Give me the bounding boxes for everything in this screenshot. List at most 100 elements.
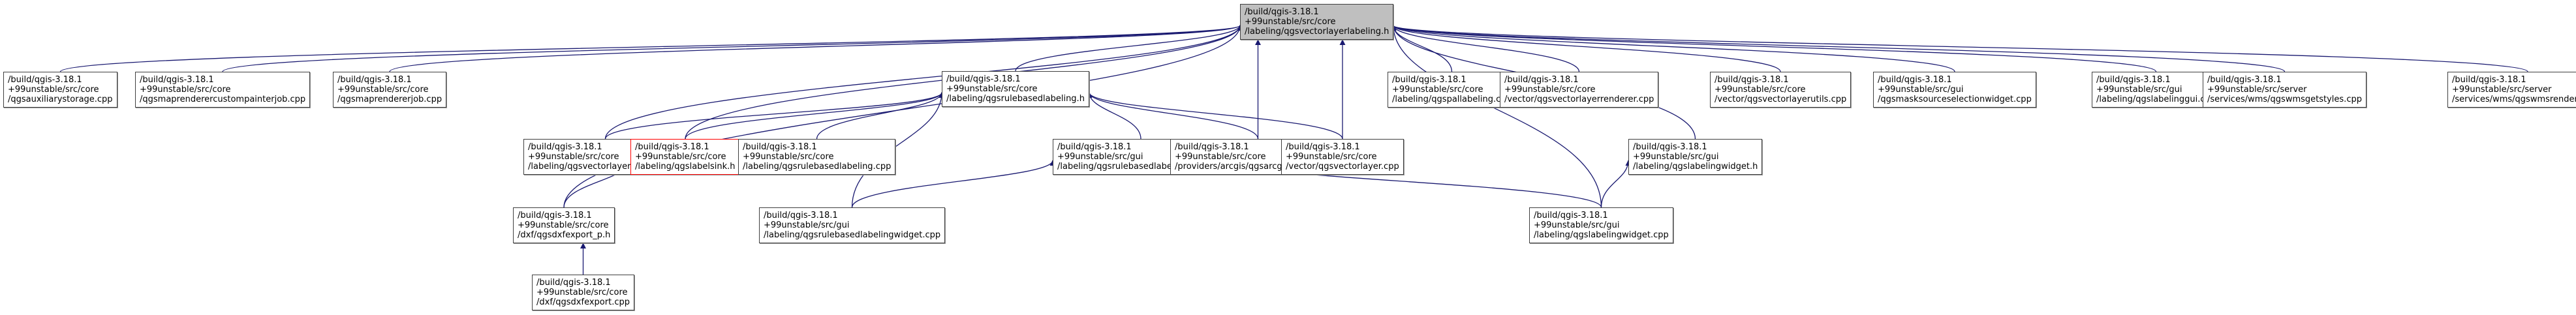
node-line: /build/qgis-3.18.1 — [140, 75, 214, 85]
node-line: /build/qgis-3.18.1 — [635, 142, 709, 152]
node-line: /build/qgis-3.18.1 — [2452, 75, 2526, 85]
node-line: /labeling/qgsrulebasedlabelingwidget.cpp — [764, 230, 941, 240]
node-line: /labeling/qgsvectorlayerlabeling.h — [1245, 27, 1389, 37]
node-line: /labeling/qgsrulebasedlabeling.h — [946, 94, 1085, 104]
node-line: /labeling/qgspallabeling.cpp — [1392, 95, 1512, 104]
node-qgsrulebasedlabelingwidget-cpp[interactable]: /build/qgis-3.18.1 +99unstable/src/gui /… — [759, 207, 946, 243]
node-line: /services/wms/qgswmsgetstyles.cpp — [2207, 95, 2362, 104]
node-line: +99unstable/src/core — [1504, 85, 1596, 95]
edge-custompainter-to-root — [222, 25, 1243, 72]
node-line: +99unstable/src/core — [528, 152, 619, 162]
node-line: /build/qgis-3.18.1 — [8, 75, 82, 85]
edge-dxfexport_p-to-root — [563, 25, 1243, 208]
node-qgslabelingwidget-h[interactable]: /build/qgis-3.18.1 +99unstable/src/gui /… — [1628, 139, 1763, 175]
node-line: +99unstable/src/core — [337, 85, 429, 95]
node-qgsvectorlayer-cpp[interactable]: /build/qgis-3.18.1 +99unstable/src/core … — [1281, 139, 1404, 175]
edge-wmsgetstyles-to-root — [1390, 25, 2286, 72]
node-qgsmaprendererjob-cpp[interactable]: /build/qgis-3.18.1 +99unstable/src/core … — [333, 72, 447, 108]
node-root-qgsvectorlayerlabeling-h: /build/qgis-3.18.1 +99unstable/src/core … — [1240, 4, 1394, 40]
node-line: /build/qgis-3.18.1 — [946, 74, 1021, 84]
edge-vectorlayer-to-rulebased_h — [1086, 92, 1343, 140]
node-line: +99unstable/src/core — [635, 152, 726, 162]
node-line: +99unstable/src/gui — [1633, 152, 1719, 162]
edge-rbwidget_cpp-to-rbwidget_h — [851, 160, 1056, 208]
node-line: /build/qgis-3.18.1 — [528, 142, 602, 152]
node-line: /labeling/qgslabelinggui.cpp — [2096, 95, 2216, 104]
node-line: /labeling/qgslabelsink.h — [635, 162, 736, 172]
node-line: +99unstable/src/core — [1286, 152, 1377, 162]
edge-rulebased_cpp-to-rulebased_h — [816, 92, 945, 140]
node-line: /build/qgis-3.18.1 — [2207, 75, 2282, 85]
node-line: +99unstable/src/server — [2452, 85, 2552, 95]
node-qgslabelsink-h[interactable]: /build/qgis-3.18.1 +99unstable/src/core … — [630, 139, 740, 175]
node-line: +99unstable/src/core — [743, 152, 834, 162]
node-line: +99unstable/src/gui — [1534, 220, 1620, 230]
node-qgsdxfexport-cpp[interactable]: /build/qgis-3.18.1 +99unstable/src/core … — [532, 275, 634, 310]
node-line: /labeling/qgsrulebasedlabeling.cpp — [743, 162, 892, 172]
edge-vllabeling_cpp-to-root — [604, 25, 1243, 140]
node-line: +99unstable/src/gui — [1057, 152, 1143, 162]
node-qgsrulebasedlabeling-h[interactable]: /build/qgis-3.18.1 +99unstable/src/core … — [942, 71, 1089, 107]
node-qgsauxiliarystorage-cpp[interactable]: /build/qgis-3.18.1 +99unstable/src/core … — [3, 72, 117, 108]
edge-arcgisrest-to-rulebased_h — [1086, 92, 1259, 140]
node-line: /qgsmaprendererjob.cpp — [337, 95, 442, 104]
node-qgsmasksourceselectionwidget-cpp[interactable]: /build/qgis-3.18.1 +99unstable/src/gui /… — [1873, 72, 2036, 108]
node-line: /build/qgis-3.18.1 — [1175, 142, 1249, 152]
edge-rulebased_h-to-root — [1015, 25, 1243, 72]
node-line: /vector/qgsvectorlayer.cpp — [1286, 162, 1399, 172]
node-qgslabelinggui-cpp[interactable]: /build/qgis-3.18.1 +99unstable/src/gui /… — [2092, 72, 2221, 108]
node-qgsvectorlayerutils-cpp[interactable]: /build/qgis-3.18.1 +99unstable/src/core … — [1710, 72, 1852, 108]
node-qgswmsrenderer-cpp[interactable]: /build/qgis-3.18.1 +99unstable/src/serve… — [2447, 72, 2576, 108]
node-qgsvectorlayerrenderer-cpp[interactable]: /build/qgis-3.18.1 +99unstable/src/core … — [1500, 72, 1659, 108]
node-qgslabelingwidget-cpp[interactable]: /build/qgis-3.18.1 +99unstable/src/gui /… — [1529, 207, 1673, 243]
edge-labelsink-to-rulebased_h — [685, 92, 945, 140]
edge-vlrenderer-to-root — [1390, 25, 1580, 72]
edge-pallabeling-to-root — [1390, 25, 1453, 72]
edge-vlutils-to-root — [1390, 25, 1781, 72]
node-line: +99unstable/src/core — [536, 288, 628, 297]
edge-lwidget_cpp-to-root — [1390, 25, 1602, 208]
node-qgsrulebasedlabeling-cpp[interactable]: /build/qgis-3.18.1 +99unstable/src/core … — [738, 139, 896, 175]
node-line: +99unstable/src/core — [140, 85, 231, 95]
node-qgspallabeling-cpp[interactable]: /build/qgis-3.18.1 +99unstable/src/core … — [1388, 72, 1516, 108]
node-line: +99unstable/src/core — [1175, 152, 1266, 162]
node-line: +99unstable/src/core — [1715, 85, 1806, 95]
edge-vllabeling_cpp-to-rulebased_h — [604, 92, 945, 140]
node-line: +99unstable/src/core — [946, 84, 1038, 94]
node-line: /labeling/qgslabelingwidget.cpp — [1534, 230, 1669, 240]
node-line: /build/qgis-3.18.1 — [1057, 142, 1132, 152]
node-line: /build/qgis-3.18.1 — [764, 211, 838, 220]
node-line: /qgsmaprenderercustompainterjob.cpp — [140, 95, 306, 104]
node-line: /services/wms/qgswmsrenderer.cpp — [2452, 95, 2576, 104]
edge-rbwidget_h-to-rulebased_h — [1086, 92, 1141, 140]
node-line: /build/qgis-3.18.1 — [337, 75, 412, 85]
node-line: +99unstable/src/core — [518, 220, 609, 230]
node-line: /vector/qgsvectorlayerutils.cpp — [1715, 95, 1847, 104]
edge-wmsrenderer-to-root — [1390, 25, 2528, 72]
node-line: +99unstable/src/server — [2207, 85, 2307, 95]
node-line: /build/qgis-3.18.1 — [1715, 75, 1789, 85]
node-line: /dxf/qgsdxfexport_p.h — [518, 230, 611, 240]
node-qgsmaprenderercustompainterjob-cpp[interactable]: /build/qgis-3.18.1 +99unstable/src/core … — [135, 72, 311, 108]
node-line: +99unstable/src/core — [1245, 17, 1336, 27]
node-line: /build/qgis-3.18.1 — [518, 211, 592, 220]
edge-rbwidget_cpp-to-rulebased_h — [851, 92, 945, 208]
node-line: /build/qgis-3.18.1 — [1878, 75, 1952, 85]
node-qgsvectorlayerlabeling-cpp[interactable]: /build/qgis-3.18.1 +99unstable/src/core … — [523, 139, 687, 175]
node-line: /build/qgis-3.18.1 — [1286, 142, 1360, 152]
node-line: +99unstable/src/gui — [1878, 85, 1964, 95]
node-line: /build/qgis-3.18.1 — [536, 278, 611, 288]
edge-rendererjob-to-root — [389, 25, 1243, 72]
node-qgsdxfexport-p-h[interactable]: /build/qgis-3.18.1 +99unstable/src/core … — [513, 207, 615, 243]
node-line: /build/qgis-3.18.1 — [1504, 75, 1579, 85]
node-line: /qgsauxiliarystorage.cpp — [8, 95, 113, 104]
edge-auxstorage-to-root — [59, 25, 1243, 72]
node-line: /qgsmasksourceselectionwidget.cpp — [1878, 95, 2032, 104]
edge-labelinggui-to-root — [1390, 25, 2157, 72]
node-line: +99unstable/src/gui — [764, 220, 850, 230]
node-qgswmsgetstyles-cpp[interactable]: /build/qgis-3.18.1 +99unstable/src/serve… — [2203, 72, 2367, 108]
node-line: /build/qgis-3.18.1 — [743, 142, 817, 152]
node-line: /build/qgis-3.18.1 — [1245, 7, 1319, 17]
node-line: +99unstable/src/core — [8, 85, 99, 95]
node-line: +99unstable/src/gui — [2096, 85, 2182, 95]
